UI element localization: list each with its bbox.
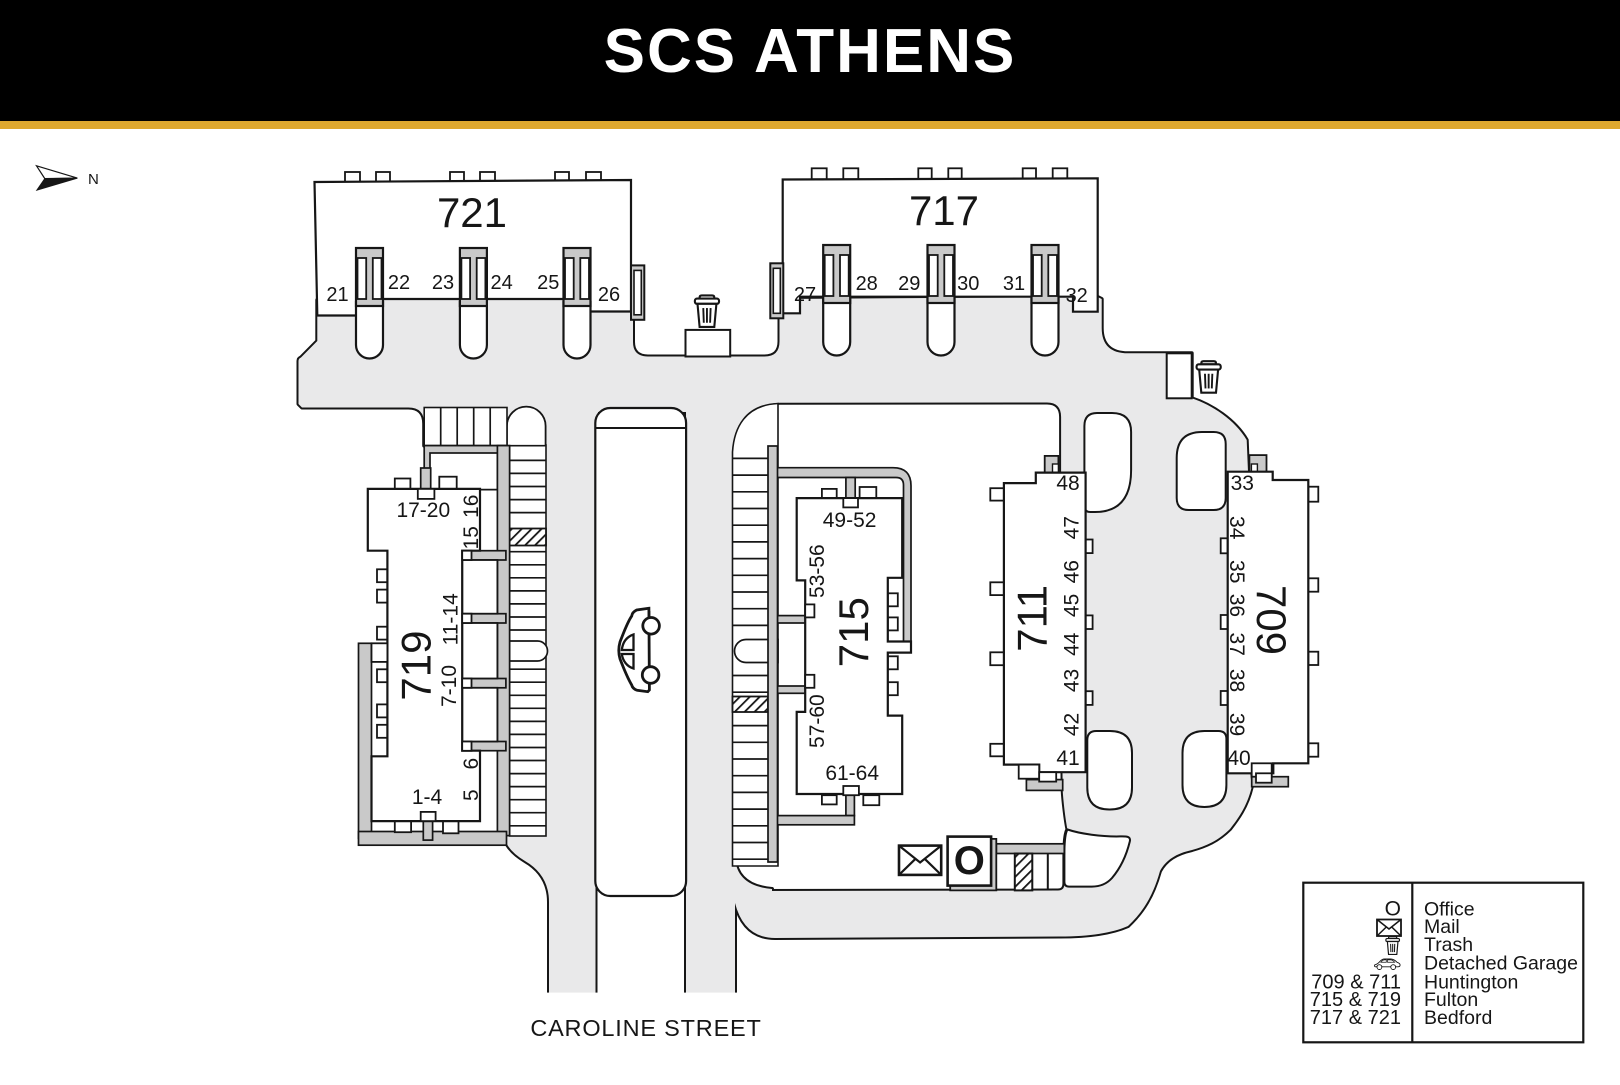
svg-text:37: 37 [1225, 633, 1248, 656]
svg-text:61-64: 61-64 [825, 762, 879, 785]
svg-text:1-4: 1-4 [412, 786, 443, 809]
svg-text:32: 32 [1066, 285, 1088, 307]
svg-text:6: 6 [460, 758, 483, 770]
svg-text:57-60: 57-60 [806, 694, 829, 748]
svg-text:31: 31 [1003, 273, 1025, 295]
svg-text:35: 35 [1225, 560, 1248, 583]
svg-text:49-52: 49-52 [823, 509, 877, 532]
svg-text:717 & 721: 717 & 721 [1310, 1007, 1401, 1029]
svg-text:30: 30 [957, 273, 979, 295]
svg-text:40: 40 [1227, 747, 1250, 770]
svg-text:38: 38 [1225, 669, 1248, 692]
svg-text:39: 39 [1225, 713, 1248, 736]
svg-text:16: 16 [460, 495, 483, 518]
svg-text:Bedford: Bedford [1424, 1007, 1492, 1029]
svg-text:11-14: 11-14 [440, 593, 463, 645]
svg-text:15: 15 [460, 526, 483, 549]
svg-text:N: N [88, 171, 99, 188]
svg-text:33: 33 [1231, 472, 1254, 495]
svg-text:26: 26 [598, 284, 620, 306]
svg-text:5: 5 [460, 789, 483, 801]
svg-text:O: O [1385, 898, 1401, 921]
svg-text:709: 709 [1248, 585, 1295, 655]
svg-text:21: 21 [326, 284, 348, 306]
svg-text:29: 29 [898, 273, 920, 295]
svg-text:53-56: 53-56 [806, 544, 829, 598]
svg-text:36: 36 [1225, 594, 1248, 617]
svg-text:7-10: 7-10 [438, 665, 461, 707]
svg-text:17-20: 17-20 [396, 499, 450, 522]
svg-text:717: 717 [909, 187, 979, 234]
svg-text:28: 28 [856, 273, 878, 295]
svg-text:44: 44 [1061, 632, 1084, 656]
svg-text:721: 721 [437, 189, 507, 236]
svg-text:715: 715 [830, 597, 877, 667]
svg-text:CAROLINE STREET: CAROLINE STREET [530, 1015, 761, 1041]
svg-text:45: 45 [1061, 594, 1084, 617]
svg-text:25: 25 [537, 272, 559, 294]
svg-text:43: 43 [1061, 669, 1084, 692]
svg-text:46: 46 [1061, 560, 1084, 583]
svg-text:O: O [954, 839, 985, 883]
svg-text:711: 711 [1008, 585, 1055, 652]
svg-text:24: 24 [490, 272, 512, 294]
svg-text:22: 22 [388, 272, 410, 294]
svg-text:34: 34 [1225, 516, 1248, 540]
svg-text:719: 719 [392, 631, 439, 701]
svg-text:47: 47 [1061, 516, 1084, 539]
svg-text:23: 23 [432, 272, 454, 294]
svg-text:41: 41 [1056, 747, 1079, 770]
svg-text:48: 48 [1056, 472, 1079, 495]
svg-text:SCS ATHENS: SCS ATHENS [604, 17, 1017, 86]
svg-text:27: 27 [794, 284, 816, 306]
svg-text:42: 42 [1061, 713, 1084, 736]
